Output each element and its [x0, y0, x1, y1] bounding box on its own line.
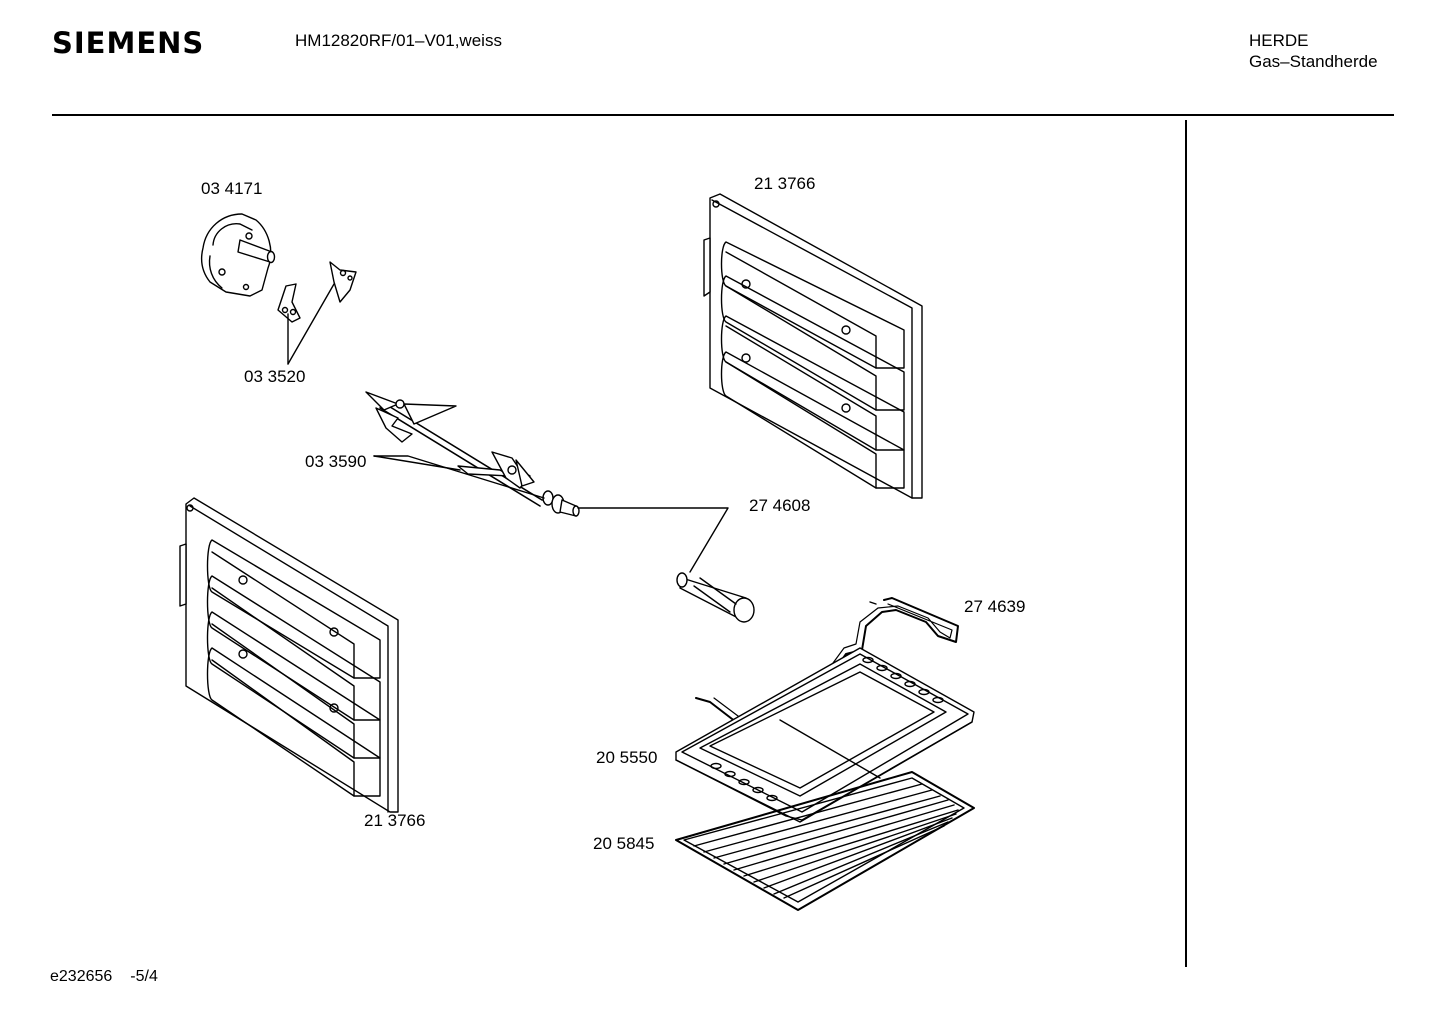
label-clips: 03 3520: [244, 367, 305, 386]
label-baking-tray: 20 5550: [596, 748, 657, 767]
label-spit: 03 3590: [305, 452, 366, 471]
label-side-grid-right: 21 3766: [754, 174, 815, 193]
category-label: HERDE: [1249, 31, 1309, 50]
page-number: -5/4: [130, 968, 158, 985]
label-grill-rack: 20 5845: [593, 834, 654, 853]
side-divider: [1185, 120, 1187, 967]
spit-motor: [201, 213, 276, 297]
label-side-grid-left: 21 3766: [364, 811, 425, 830]
subcategory-label: Gas–Standherde: [1249, 52, 1378, 71]
rotisserie-spit: [365, 391, 729, 573]
baking-tray: [675, 647, 975, 823]
label-rack-frame: 27 4639: [964, 597, 1025, 616]
spit-clips: [277, 261, 357, 365]
label-handle: 27 4608: [749, 496, 810, 515]
label-motor: 03 4171: [201, 179, 262, 198]
spit-handle: [676, 572, 755, 623]
grill-rack: [675, 771, 975, 911]
model-number: HM12820RF/01–V01,weiss: [295, 31, 502, 50]
tray-holes: [710, 656, 944, 802]
document-id: e232656: [50, 968, 113, 985]
side-grid-left: [179, 497, 399, 813]
header-divider: [52, 114, 1394, 116]
footer: e232656 -5/4: [50, 968, 158, 986]
side-grid-right: [703, 193, 923, 499]
brand-logo: SIEMENS: [52, 26, 205, 60]
